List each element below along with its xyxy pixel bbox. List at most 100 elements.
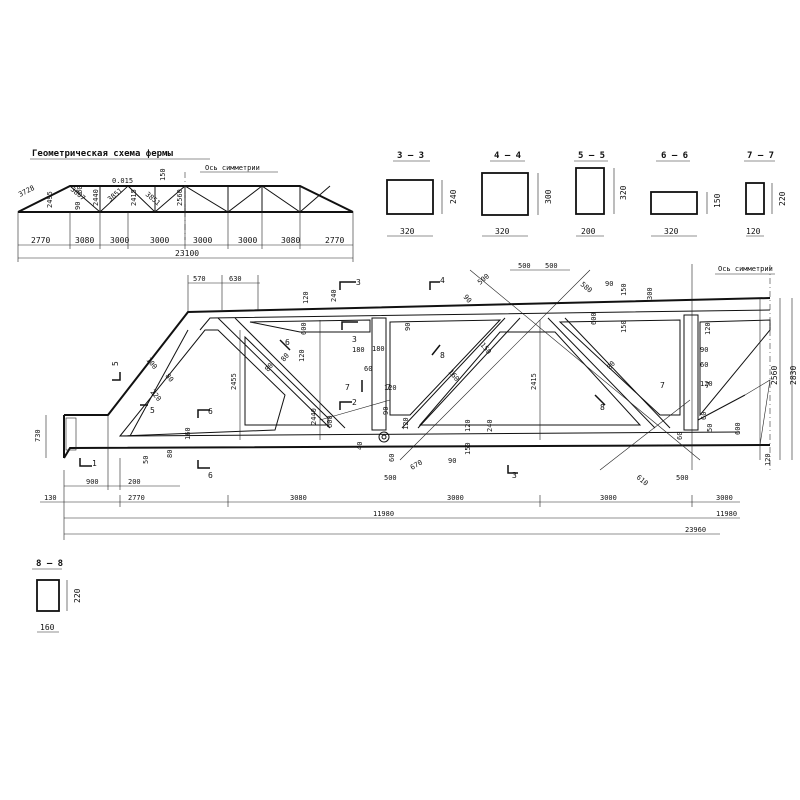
scheme-dim: 3080 — [75, 236, 94, 245]
scheme-dim: 3000 — [238, 236, 257, 245]
scheme-symmetry-label: Ось симметрии — [205, 164, 260, 172]
section-4-4: 4 – 4 320 300 — [481, 151, 553, 237]
section-3-3: 3 – 3 320 240 — [386, 151, 458, 237]
svg-text:3 – 3: 3 – 3 — [397, 151, 424, 161]
node-dims: 40 50 60 120 180 120 60 50 80 80 — [142, 322, 714, 464]
svg-text:150: 150 — [620, 320, 628, 333]
svg-text:6: 6 — [285, 338, 290, 347]
svg-text:500: 500 — [676, 474, 689, 482]
svg-text:120: 120 — [302, 291, 310, 304]
scheme-dim: 2770 — [31, 236, 50, 245]
svg-text:200: 200 — [581, 227, 596, 236]
svg-text:320: 320 — [400, 227, 415, 236]
web-dims: 100 80 220 80 80 160 150 90 600 670 90 6… — [144, 293, 688, 488]
svg-text:300: 300 — [646, 287, 654, 300]
svg-text:90: 90 — [448, 457, 456, 465]
svg-text:220: 220 — [148, 388, 162, 403]
top-label: 90 — [74, 202, 82, 210]
svg-text:60: 60 — [676, 432, 684, 440]
svg-text:180: 180 — [352, 346, 365, 354]
scheme-dims: 2770 3080 3000 3000 3000 3000 3080 2770 … — [17, 212, 354, 262]
svg-text:80: 80 — [263, 362, 275, 374]
svg-text:4: 4 — [440, 276, 445, 285]
svg-text:120: 120 — [464, 419, 472, 432]
svg-text:90: 90 — [700, 346, 708, 354]
svg-text:150: 150 — [713, 193, 722, 208]
svg-text:600: 600 — [590, 312, 598, 325]
member-label: 3851 — [106, 187, 124, 204]
svg-text:600: 600 — [326, 415, 334, 428]
svg-text:2440: 2440 — [310, 408, 318, 425]
top-label: 60 — [76, 186, 84, 194]
section-6-6: 6 – 6 320 150 — [650, 151, 722, 237]
svg-text:50: 50 — [706, 424, 714, 432]
svg-text:2560: 2560 — [770, 366, 779, 385]
svg-text:60: 60 — [388, 454, 396, 462]
svg-text:120: 120 — [402, 417, 410, 430]
svg-text:500: 500 — [476, 272, 491, 286]
svg-text:670: 670 — [409, 458, 424, 471]
svg-text:3080: 3080 — [290, 494, 307, 502]
svg-text:160: 160 — [40, 623, 55, 632]
svg-text:180: 180 — [372, 345, 385, 353]
svg-text:730: 730 — [34, 429, 42, 442]
panel-labels: 600 120 180 60 90 120 160 90 120 240 150… — [184, 322, 684, 455]
svg-text:2: 2 — [352, 398, 357, 407]
svg-text:320: 320 — [495, 227, 510, 236]
svg-text:6: 6 — [208, 407, 213, 416]
member-label: 3728 — [17, 184, 36, 199]
member-label: 2560 — [176, 189, 184, 206]
section-marks: 1 2 3 3 3 4 5 5 6 6 6 7 7 7 7 8 8 — [79, 276, 710, 480]
svg-text:120: 120 — [764, 453, 772, 466]
svg-text:500: 500 — [545, 262, 558, 270]
svg-text:3000: 3000 — [716, 494, 733, 502]
svg-text:90: 90 — [461, 293, 473, 305]
member-label: 2415 — [130, 189, 138, 206]
svg-text:320: 320 — [664, 227, 679, 236]
svg-text:11980: 11980 — [373, 510, 394, 518]
top-dims: 570 630 500 500 500 580 90 240 120 — [187, 262, 613, 312]
svg-text:7: 7 — [345, 383, 350, 392]
svg-text:8: 8 — [600, 403, 605, 412]
section-8-8: 8 – 8 160 220 — [32, 559, 82, 633]
svg-text:80: 80 — [279, 352, 291, 364]
svg-text:120: 120 — [704, 322, 712, 335]
svg-text:120: 120 — [746, 227, 761, 236]
svg-text:900: 900 — [86, 478, 99, 486]
construction-lines — [319, 269, 701, 471]
svg-text:610: 610 — [635, 473, 650, 487]
svg-text:3: 3 — [356, 278, 361, 287]
svg-text:50: 50 — [142, 456, 150, 464]
svg-text:3000: 3000 — [447, 494, 464, 502]
scheme-title: Геометрическая схема фермы — [32, 149, 173, 159]
svg-text:580: 580 — [579, 280, 594, 294]
svg-text:3000: 3000 — [600, 494, 617, 502]
svg-text:630: 630 — [229, 275, 242, 283]
svg-text:4 – 4: 4 – 4 — [494, 151, 522, 161]
svg-text:7: 7 — [386, 383, 391, 392]
svg-text:240: 240 — [449, 189, 458, 204]
svg-text:130: 130 — [44, 494, 57, 502]
svg-text:120: 120 — [700, 380, 713, 388]
scheme-total: 23100 — [175, 249, 199, 258]
svg-text:600: 600 — [734, 422, 742, 435]
top-label: 150 — [159, 168, 167, 181]
svg-text:7: 7 — [660, 381, 665, 390]
svg-text:160: 160 — [184, 427, 192, 440]
svg-text:5: 5 — [111, 361, 120, 366]
scheme-dim: 3000 — [193, 236, 212, 245]
svg-text:240: 240 — [486, 419, 494, 432]
scheme-dim: 3000 — [110, 236, 129, 245]
svg-text:240: 240 — [330, 289, 338, 302]
svg-text:220: 220 — [778, 191, 787, 206]
svg-text:220: 220 — [73, 588, 82, 603]
svg-text:570: 570 — [193, 275, 206, 283]
scheme-dim: 3080 — [281, 236, 300, 245]
svg-text:11980: 11980 — [716, 510, 737, 518]
svg-text:60: 60 — [700, 412, 708, 420]
member-label: 2440 — [92, 189, 100, 206]
svg-text:40: 40 — [356, 442, 364, 450]
svg-text:80: 80 — [605, 360, 617, 372]
svg-text:5: 5 — [150, 406, 155, 415]
